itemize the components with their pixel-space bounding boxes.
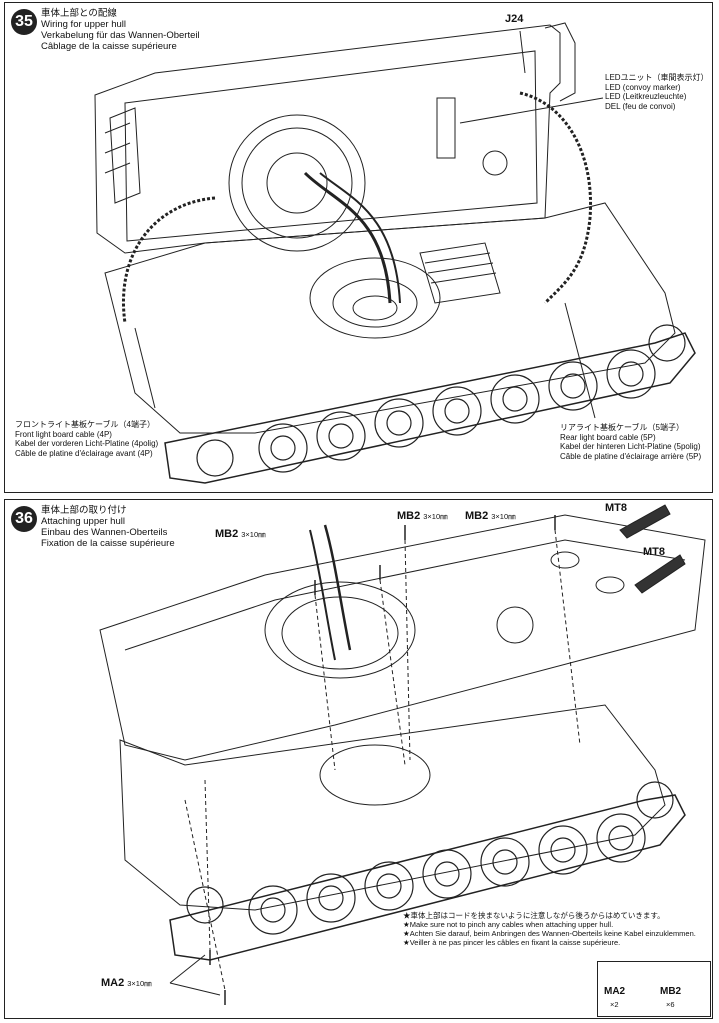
- title-de: Verkabelung für das Wannen-Oberteil: [41, 30, 200, 41]
- front-light-cable-label: フロントライト基板ケーブル（4端子） Front light board cab…: [15, 420, 159, 458]
- title-fr: Fixation de la caisse supérieure: [41, 538, 175, 549]
- assembly-notes: ★車体上部はコードを挟まないように注意しながら後ろからはめていきます。 ★Mak…: [403, 911, 696, 947]
- parts-box: MA2 ×2 MB2 ×6: [597, 961, 711, 1017]
- parts-box-ma2-qty: ×2: [610, 1000, 619, 1009]
- parts-box-mb2-name: MB2: [660, 986, 682, 997]
- title-fr: Câblage de la caisse supérieure: [41, 41, 177, 52]
- mt8-label-bottom: MT8: [643, 546, 665, 558]
- title-de: Einbau des Wannen-Oberteils: [41, 527, 168, 538]
- step-36-panel: 36 車体上部の取り付け Attaching upper hull Einbau…: [4, 499, 713, 1019]
- hull-wiring-illustration: [94, 22, 696, 484]
- title-en: Wiring for upper hull: [41, 19, 127, 30]
- part-j24-label: J24: [505, 13, 524, 25]
- step-35-panel: 35 車体上部との配線 Wiring for upper hull Verkab…: [4, 2, 713, 493]
- step-number-badge: 35: [11, 9, 37, 35]
- step-number-badge: 36: [11, 506, 37, 532]
- step-title: 車体上部との配線 Wiring for upper hull Verkabelu…: [41, 8, 200, 52]
- title-jp: 車体上部との配線: [41, 8, 117, 19]
- led-unit-label: LEDユニット（車間表示灯） LED (convoy marker) LED (…: [605, 73, 709, 111]
- step-title: 車体上部の取り付け Attaching upper hull Einbau de…: [41, 505, 175, 549]
- mt8-label-top: MT8: [605, 502, 627, 514]
- parts-box-ma2-name: MA2: [604, 986, 626, 997]
- title-en: Attaching upper hull: [41, 516, 125, 527]
- title-jp: 車体上部の取り付け: [41, 505, 127, 516]
- road-wheels: [186, 781, 674, 935]
- parts-box-mb2-qty: ×6: [666, 1000, 675, 1009]
- rear-light-cable-label: リアライト基板ケーブル（5端子） Rear light board cable …: [560, 423, 702, 461]
- road-wheels: [196, 324, 686, 477]
